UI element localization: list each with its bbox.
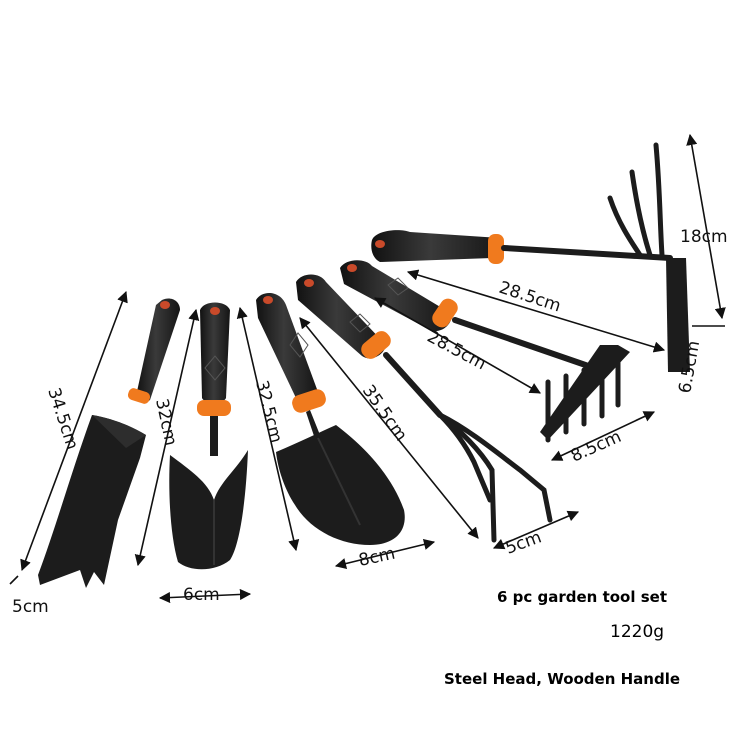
transplanting-trowel-tool: [169, 302, 248, 570]
dimension-lines: [9, 133, 726, 604]
product-weight: 1220g: [610, 622, 665, 642]
product-material: Steel Head, Wooden Handle: [444, 670, 681, 688]
label-transplanting-trowel-width: 6cm: [183, 585, 220, 605]
narrow-trowel-tool: [38, 298, 180, 588]
product-title: 6 pc garden tool set: [497, 588, 667, 606]
hoe-fork-tool: [371, 142, 690, 372]
label-hoe-fork-head-height: 18cm: [680, 227, 728, 247]
label-rake-width: 8.5cm: [568, 427, 625, 467]
label-cultivator-length: 35.5cm: [358, 381, 411, 445]
label-wide-trowel-length: 32.5cm: [251, 378, 286, 445]
label-cultivator-width: 5cm: [503, 527, 544, 558]
label-hoe-fork-length: 28.5cm: [496, 278, 563, 317]
label-narrow-trowel-length: 34.5cm: [43, 385, 82, 452]
label-rake-length: 28.5cm: [424, 327, 490, 375]
label-narrow-trowel-width: 5cm: [12, 597, 49, 617]
label-transplanting-trowel-length: 32cm: [151, 397, 180, 448]
label-wide-trowel-width: 8cm: [357, 544, 397, 571]
